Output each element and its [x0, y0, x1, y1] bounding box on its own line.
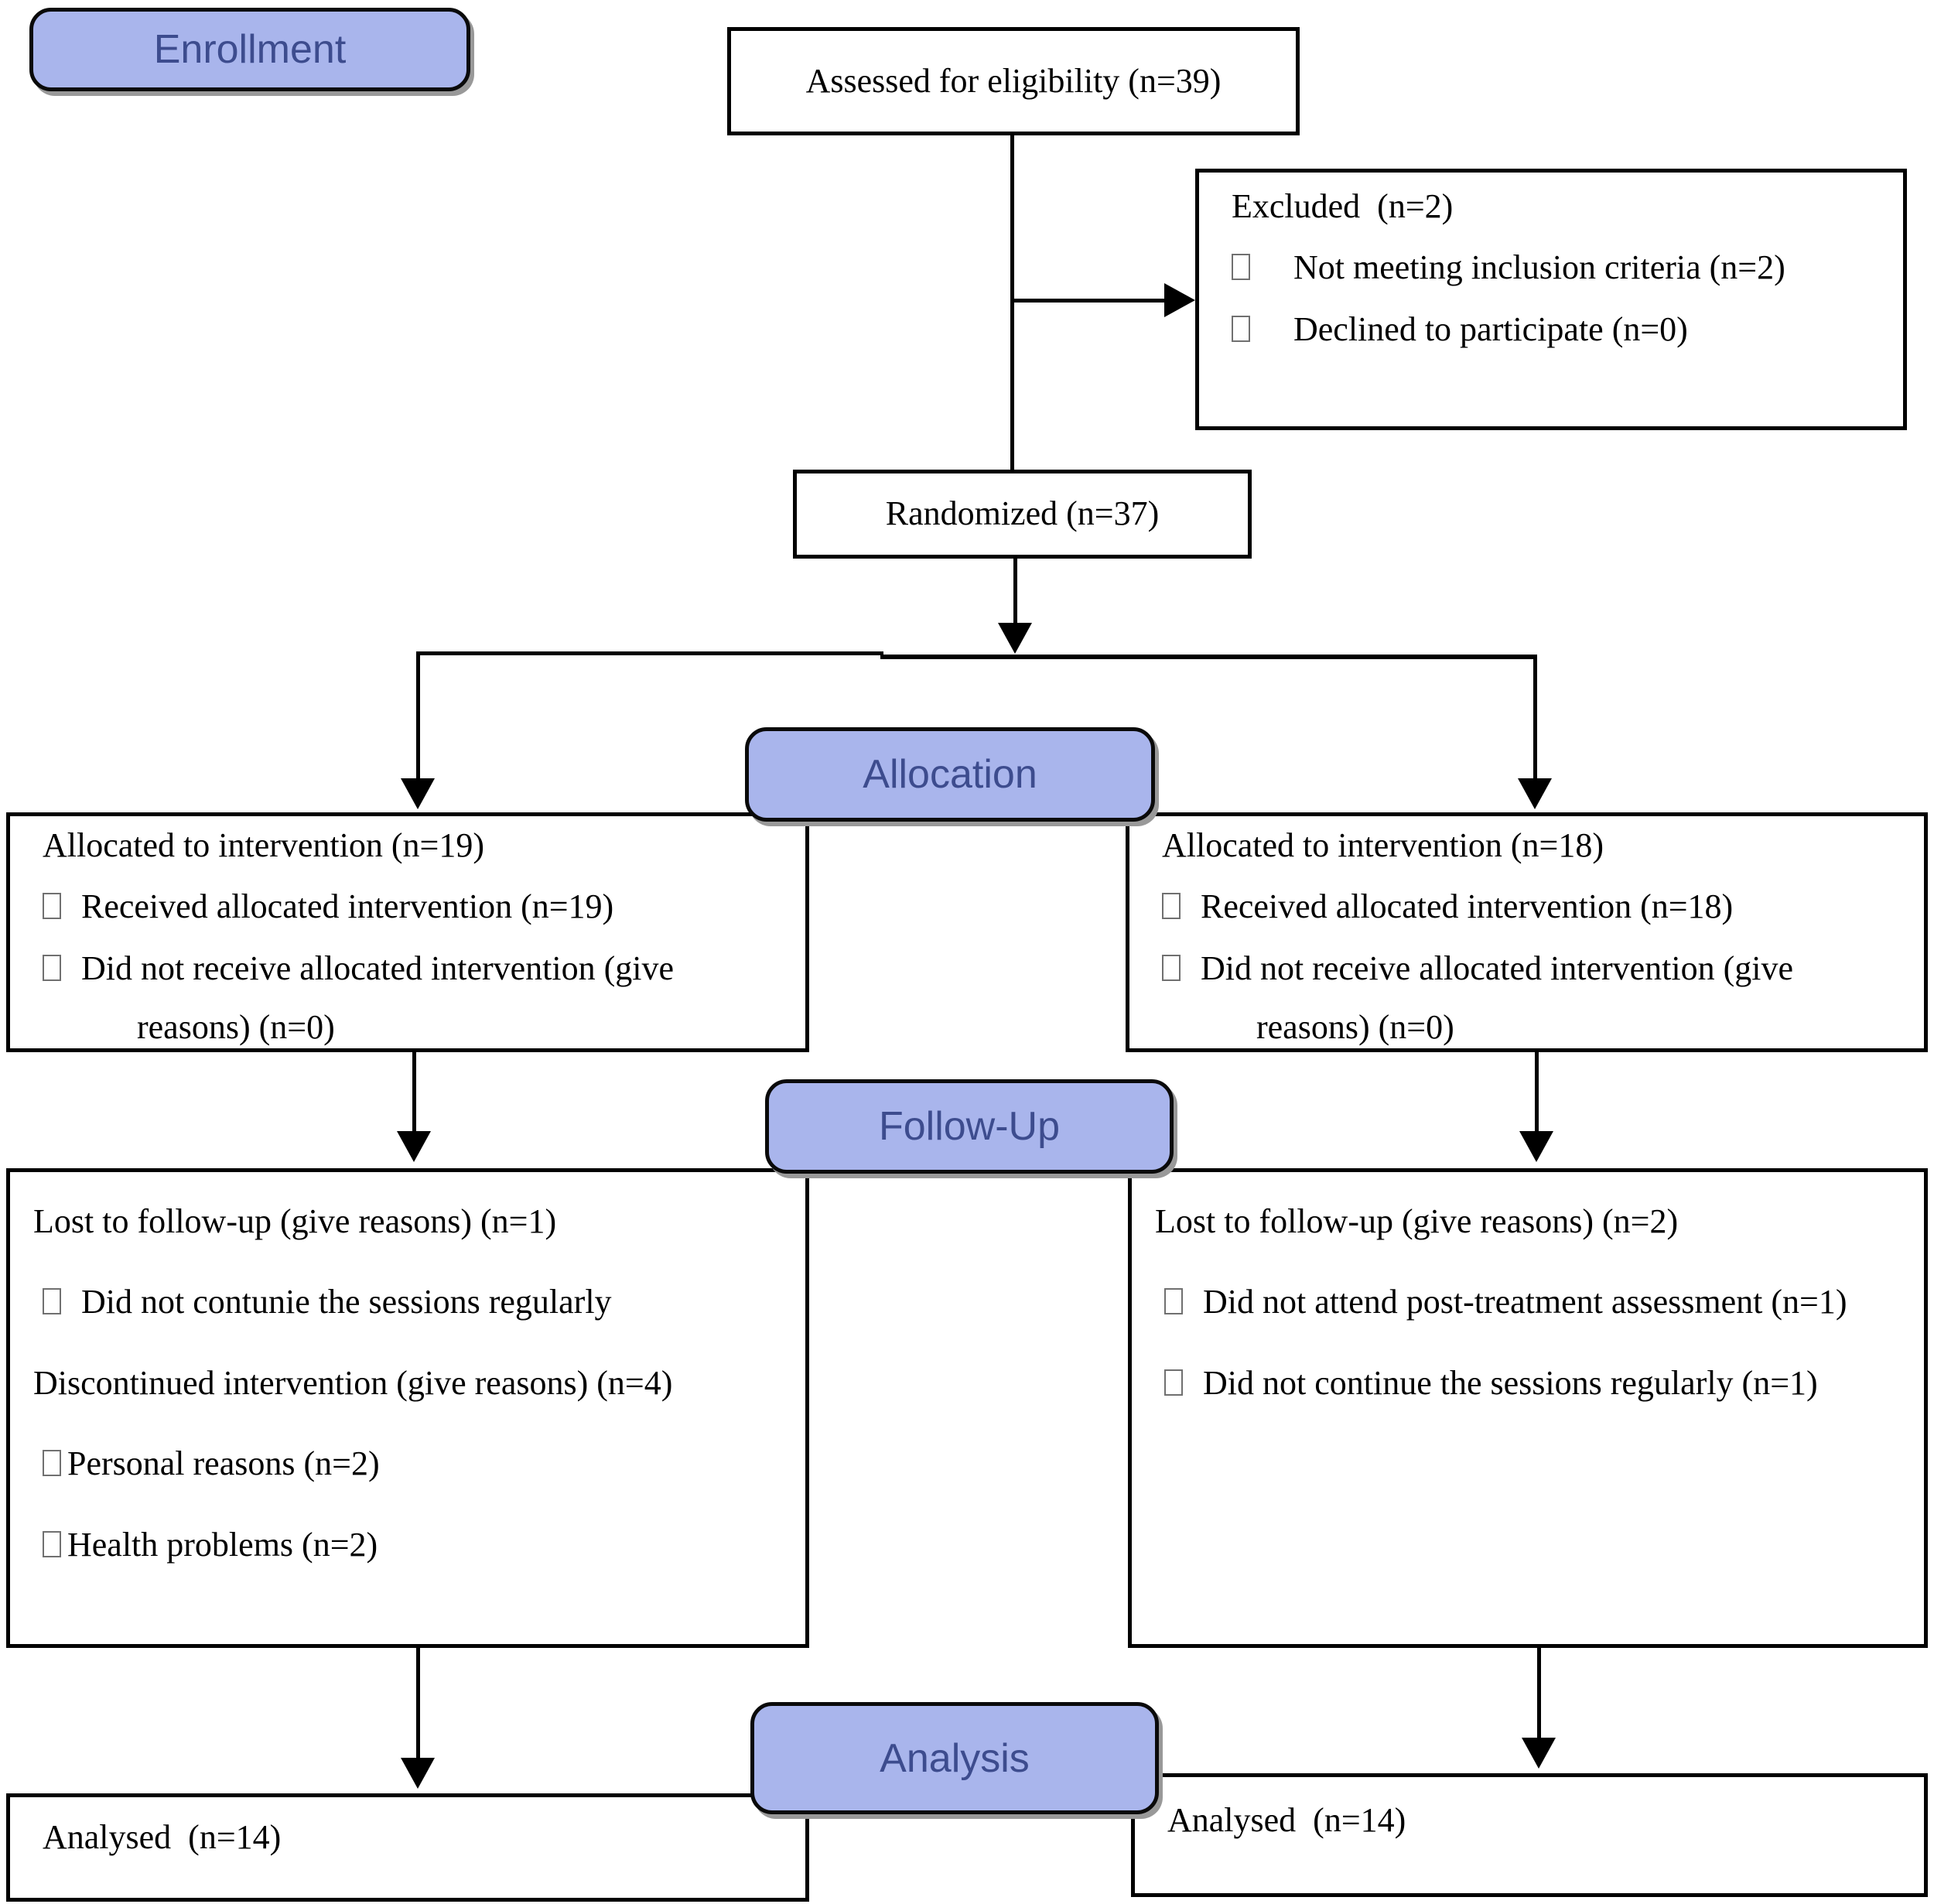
allocation-right-title: Allocated to intervention (n=18) — [1162, 826, 1604, 864]
connector-split-allocleft — [416, 651, 420, 781]
followup-right-reason2: Did not continue the sessions regularly … — [1203, 1363, 1818, 1402]
allocation-right-title-row: Allocated to intervention (n=18) — [1162, 826, 1902, 864]
randomized-text: Randomized (n=37) — [885, 494, 1160, 533]
arrowhead-excluded-icon — [1164, 283, 1195, 317]
assessed-eligibility-box: Assessed for eligibility (n=39) — [727, 27, 1300, 135]
arrowhead-allocleft-icon — [401, 778, 435, 809]
bullet-box-icon — [43, 1530, 61, 1557]
followup-right-box: Lost to follow-up (give reasons) (n=2) D… — [1128, 1168, 1928, 1648]
followup-left-reason2-row: Health problems (n=2) — [33, 1526, 784, 1564]
allocation-left-notreceived-line1: Did not receive allocated intervention (… — [81, 949, 675, 987]
allocation-right-notreceived-line2: reasons) (n=0) — [1256, 1008, 1454, 1047]
connector-assessed-randomized — [1010, 135, 1014, 470]
followup-right-reason1: Did not attend post-treatment assessment… — [1203, 1283, 1847, 1321]
allocation-right-notreceived-row: Did not receive allocated intervention (… — [1162, 949, 1902, 987]
allocation-right-notreceived-line1: Did not receive allocated intervention (… — [1201, 949, 1794, 987]
followup-stage-text: Follow-Up — [878, 1104, 1061, 1149]
split-line-right — [880, 655, 1537, 659]
allocation-left-received-row: Received allocated intervention (n=19) — [43, 887, 784, 926]
analysis-stage-text: Analysis — [880, 1735, 1030, 1781]
followup-right-reason2-row: Did not continue the sessions regularly … — [1155, 1363, 1902, 1402]
allocation-left-notreceived-row2: reasons) (n=0) — [43, 1008, 784, 1047]
arrowhead-analysisright-icon — [1522, 1738, 1556, 1769]
excluded-item-2: Declined to participate (n=0) — [1293, 309, 1688, 348]
bullet-box-icon — [1164, 1369, 1183, 1396]
allocation-left-box: Allocated to intervention (n=19) Receive… — [6, 812, 809, 1052]
arrowhead-fuleft-icon — [397, 1131, 431, 1162]
excluded-title-row: Excluded (n=2) — [1232, 187, 1881, 225]
bullet-box-icon — [43, 1450, 61, 1477]
analysis-left-box: Analysed (n=14) — [6, 1793, 809, 1902]
allocation-left-notreceived-row: Did not receive allocated intervention (… — [43, 949, 784, 987]
followup-left-lost: Lost to follow-up (give reasons) (n=1) — [33, 1202, 557, 1240]
bullet-box-icon — [1164, 1288, 1183, 1315]
bullet-box-icon — [1232, 315, 1250, 342]
followup-left-box: Lost to follow-up (give reasons) (n=1) D… — [6, 1168, 809, 1648]
connector-allocleft-fuleft — [412, 1052, 416, 1134]
allocation-left-title-row: Allocated to intervention (n=19) — [43, 826, 784, 864]
assessed-eligibility-text: Assessed for eligibility (n=39) — [805, 61, 1222, 100]
analysis-stage-label: Analysis — [750, 1702, 1159, 1814]
bullet-box-icon — [43, 1288, 61, 1315]
connector-randomized-split — [1013, 559, 1017, 627]
allocation-left-notreceived-line2: reasons) (n=0) — [137, 1008, 335, 1047]
bullet-box-icon — [43, 954, 61, 981]
excluded-item-row: Declined to participate (n=0) — [1232, 309, 1881, 348]
excluded-box: Excluded (n=2) Not meeting inclusion cri… — [1195, 169, 1907, 430]
followup-left-lost-row: Lost to follow-up (give reasons) (n=1) — [33, 1202, 784, 1240]
followup-left-reason1: Personal reasons (n=2) — [67, 1444, 380, 1483]
bullet-box-icon — [1232, 254, 1250, 281]
allocation-right-box: Allocated to intervention (n=18) Receive… — [1126, 812, 1928, 1052]
followup-left-lostreason-row: Did not contunie the sessions regularly — [33, 1283, 784, 1321]
bullet-box-icon — [1162, 893, 1181, 920]
arrowhead-split-icon — [998, 623, 1032, 654]
followup-left-discontinued: Discontinued intervention (give reasons)… — [33, 1363, 673, 1402]
followup-left-discontinued-row: Discontinued intervention (give reasons)… — [33, 1363, 784, 1402]
followup-stage-label: Follow-Up — [765, 1079, 1174, 1174]
allocation-stage-text: Allocation — [863, 752, 1037, 797]
randomized-box: Randomized (n=37) — [793, 470, 1252, 559]
arrowhead-furight-icon — [1519, 1131, 1553, 1162]
followup-left-lostreason: Did not contunie the sessions regularly — [81, 1283, 612, 1321]
allocation-left-title: Allocated to intervention (n=19) — [43, 826, 484, 864]
arrowhead-analysisleft-icon — [401, 1758, 435, 1789]
enrollment-stage-text: Enrollment — [153, 27, 347, 72]
followup-right-lost: Lost to follow-up (give reasons) (n=2) — [1155, 1202, 1679, 1240]
excluded-title: Excluded (n=2) — [1232, 187, 1454, 225]
bullet-box-icon — [43, 893, 61, 920]
allocation-stage-label: Allocation — [745, 727, 1155, 822]
followup-right-reason1-row: Did not attend post-treatment assessment… — [1155, 1283, 1902, 1321]
followup-left-reason1-row: Personal reasons (n=2) — [33, 1444, 784, 1483]
excluded-item-row: Not meeting inclusion criteria (n=2) — [1232, 248, 1881, 287]
followup-right-lost-row: Lost to follow-up (give reasons) (n=2) — [1155, 1202, 1902, 1240]
analysis-left-text: Analysed (n=14) — [43, 1818, 282, 1856]
connector-furight-analysisright — [1537, 1648, 1541, 1739]
allocation-right-received-row: Received allocated intervention (n=18) — [1162, 887, 1902, 926]
allocation-right-notreceived-row2: reasons) (n=0) — [1162, 1008, 1902, 1047]
analysis-right-box: Analysed (n=14) — [1131, 1773, 1928, 1897]
allocation-left-received: Received allocated intervention (n=19) — [81, 887, 614, 926]
excluded-item-1: Not meeting inclusion criteria (n=2) — [1293, 248, 1785, 287]
split-line-left — [416, 651, 883, 655]
connector-excluded-branch — [1010, 299, 1166, 303]
enrollment-stage-label: Enrollment — [29, 8, 470, 91]
bullet-box-icon — [1162, 954, 1181, 981]
allocation-right-received: Received allocated intervention (n=18) — [1201, 887, 1734, 926]
connector-fuleft-analysisleft — [416, 1648, 420, 1761]
analysis-right-text: Analysed (n=14) — [1167, 1801, 1406, 1839]
connector-split-allocright — [1533, 655, 1537, 781]
followup-left-reason2: Health problems (n=2) — [67, 1525, 378, 1564]
arrowhead-allocright-icon — [1518, 778, 1552, 809]
connector-allocright-furight — [1535, 1052, 1539, 1134]
